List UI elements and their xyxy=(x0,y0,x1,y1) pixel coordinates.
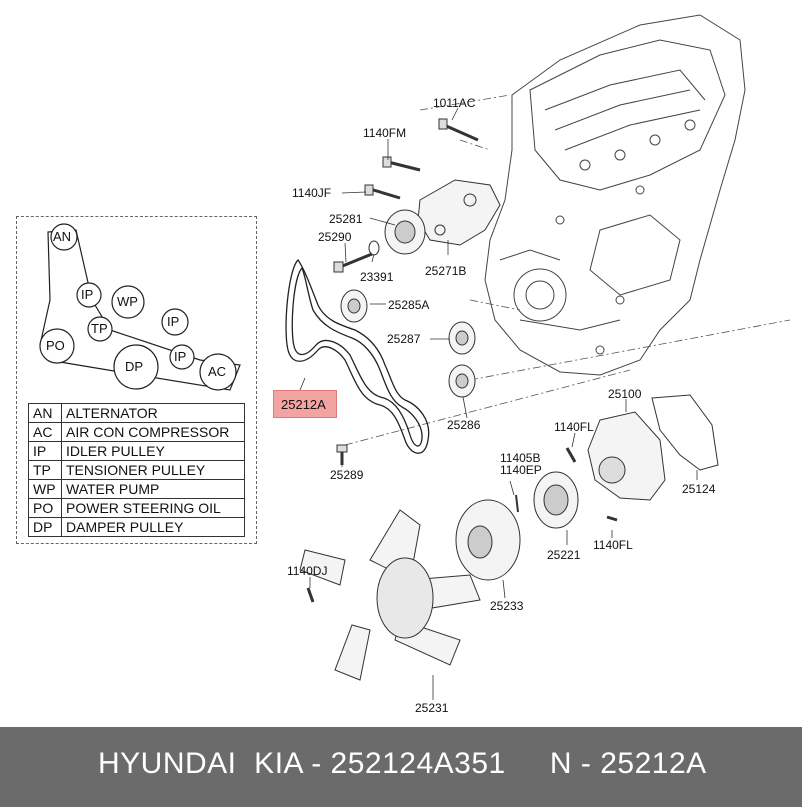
part-label-1140fl[interactable]: 1140FL xyxy=(554,420,594,434)
part-label-1140dj[interactable]: 1140DJ xyxy=(287,564,328,578)
part-label-25124[interactable]: 25124 xyxy=(682,482,716,496)
diagram-drawing xyxy=(39,14,791,700)
legend-name: TENSIONER PULLEY xyxy=(61,460,245,480)
part-label-25290[interactable]: 25290 xyxy=(318,230,352,244)
highlighted-part-25212a[interactable]: 25212A xyxy=(273,390,337,418)
part-label-25289[interactable]: 25289 xyxy=(330,468,364,482)
legend-code: AN xyxy=(28,403,62,423)
part-label-11405b[interactable]: 11405B xyxy=(500,451,541,465)
pulley-label-wp: WP xyxy=(117,294,138,309)
part-label-1140jf[interactable]: 1140JF xyxy=(292,186,332,200)
pulley-label-dp: DP xyxy=(125,359,144,374)
center-lines xyxy=(344,94,791,446)
engine-block xyxy=(484,14,746,376)
part-label-25271b[interactable]: 25271B xyxy=(425,264,467,278)
pulley-label-tp: TP xyxy=(91,321,108,336)
part-label-25231[interactable]: 25231 xyxy=(415,701,449,715)
legend-name: IDLER PULLEY xyxy=(61,441,245,461)
pulley-label-po: PO xyxy=(46,338,65,353)
leader-lines xyxy=(299,107,698,700)
part-label-25285a[interactable]: 25285A xyxy=(388,298,430,312)
pulley-label-ac: AC xyxy=(208,364,227,379)
pulley-label-an: AN xyxy=(53,229,72,244)
part-label-25212a: 25212A xyxy=(281,397,326,412)
footer-bar: HYUNDAI KIA - 252124A351 N - 25212A xyxy=(0,727,802,807)
legend-code: WP xyxy=(28,479,62,499)
legend-code: DP xyxy=(28,517,62,537)
part-label-25100[interactable]: 25100 xyxy=(608,387,642,401)
pulley-label-ip: IP xyxy=(174,349,187,364)
part-label-25233[interactable]: 25233 xyxy=(490,599,524,613)
legend-name: WATER PUMP xyxy=(61,479,245,499)
legend-code: PO xyxy=(28,498,62,518)
pulley-label-ip: IP xyxy=(167,314,180,329)
belt-routing-sketch xyxy=(39,223,241,391)
legend-code: IP xyxy=(28,441,62,461)
legend-name: POWER STEERING OIL xyxy=(61,498,245,518)
part-drawings xyxy=(299,118,719,681)
part-label-25286[interactable]: 25286 xyxy=(447,418,481,432)
legend-name: AIR CON COMPRESSOR xyxy=(61,422,245,442)
legend-name: DAMPER PULLEY xyxy=(61,517,245,537)
serpentine-belt xyxy=(285,258,430,454)
part-label-25287[interactable]: 25287 xyxy=(387,332,421,346)
legend-code: TP xyxy=(28,460,62,480)
legend-name: ALTERNATOR xyxy=(61,403,245,423)
footer-part-numbers: HYUNDAI KIA - 252124A351 N - 25212A xyxy=(98,747,707,780)
legend-code: AC xyxy=(28,422,62,442)
part-label-25221[interactable]: 25221 xyxy=(547,548,581,562)
part-label-23391[interactable]: 23391 xyxy=(360,270,394,284)
legend-box xyxy=(16,216,257,544)
part-label-25281[interactable]: 25281 xyxy=(329,212,363,226)
part-label-1140ep[interactable]: 1140EP xyxy=(500,463,542,477)
part-label-1140fm[interactable]: 1140FM xyxy=(363,126,407,140)
part-label-1011ac[interactable]: 1011AC xyxy=(433,96,476,110)
part-label-1140fl-b[interactable]: 1140FL xyxy=(593,538,633,552)
pulley-label-ip: IP xyxy=(81,287,94,302)
